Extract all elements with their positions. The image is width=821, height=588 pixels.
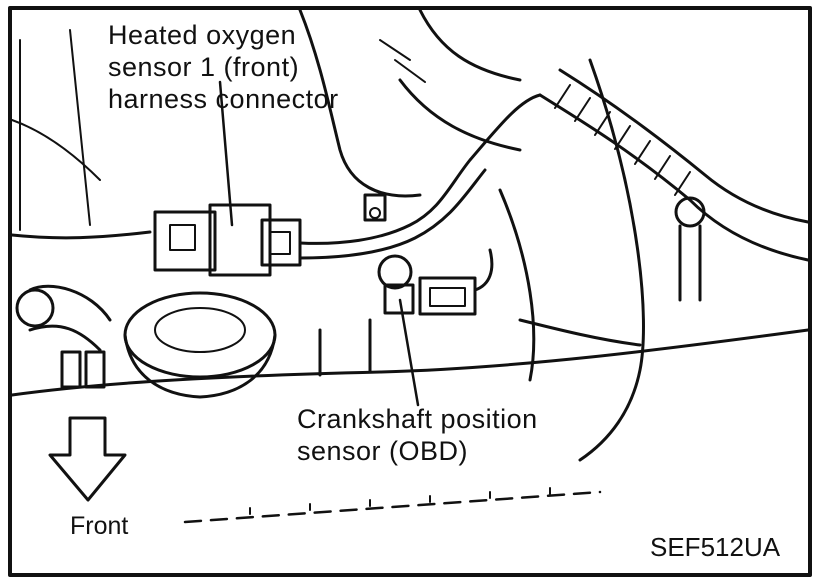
coolant-pipe (28, 284, 112, 322)
intake-hose (298, 8, 422, 198)
bolt-head (674, 196, 706, 228)
o2-leader-line (218, 80, 234, 227)
heated-label-line3: harness connector (108, 83, 339, 114)
heated-oxygen-sensor-label: Heated oxygen sensor 1 (front) harness c… (108, 20, 339, 116)
lower-frame (10, 328, 810, 397)
housing-outline (578, 58, 645, 462)
crank-label-line1: Crankshaft position (297, 404, 538, 434)
o2-harness-wire (298, 93, 542, 245)
heated-label-line1: Heated oxygen (108, 20, 297, 50)
front-arrow-icon (48, 416, 127, 502)
front-dashed-line (183, 490, 602, 524)
heated-label-line2: sensor 1 (front) (108, 51, 300, 82)
o2-connector-right (260, 218, 302, 267)
cap-component (123, 291, 277, 379)
figure-frame (8, 6, 812, 577)
crank-leader-line (398, 298, 420, 407)
crank-label-line2: sensor (OBD) (297, 435, 469, 466)
crankshaft-sensor-label: Crankshaft position sensor (OBD) (297, 404, 538, 468)
corrugated-tube (538, 93, 810, 262)
front-direction-label: Front (70, 512, 129, 540)
figure-code-label: SEF512UA (650, 532, 781, 562)
crank-sensor-connector (418, 276, 477, 316)
crank-sensor-body (383, 283, 415, 315)
o2-connector-left (153, 210, 217, 272)
block-edge (10, 230, 152, 240)
crank-sensor-mount (377, 254, 413, 290)
